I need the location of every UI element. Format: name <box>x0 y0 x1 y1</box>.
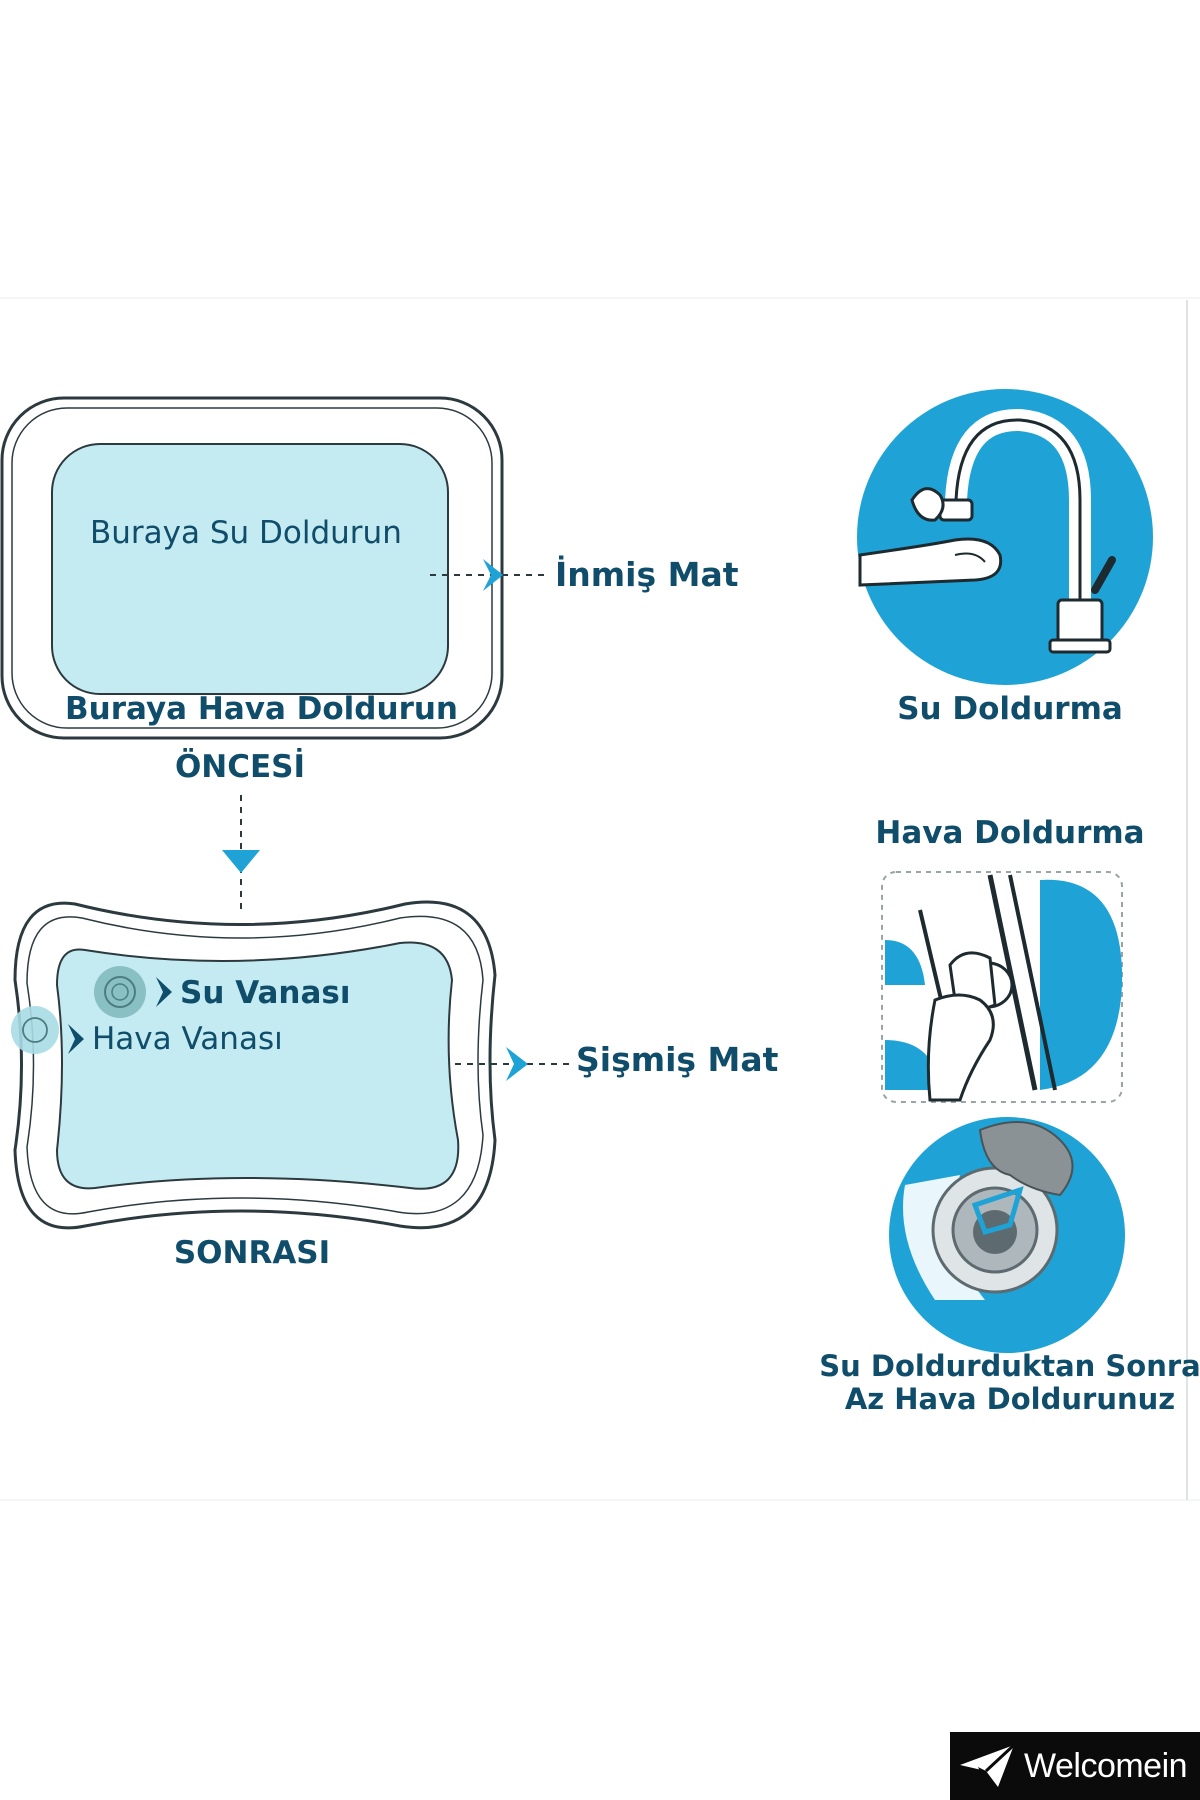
air-valve-label: Hava Vanası <box>92 1021 283 1057</box>
water-valve-icon <box>94 966 172 1018</box>
after-water-label-line1: Su Doldurduktan Sonra <box>819 1349 1200 1383</box>
after-water-illustration <box>889 1117 1125 1353</box>
after-water-label-line2: Az Hava Doldurunuz <box>844 1382 1176 1416</box>
deflated-mat-connector <box>430 559 545 591</box>
water-filling-illustration <box>857 389 1153 685</box>
deflated-mat <box>0 396 504 740</box>
inflated-mat-connector <box>455 1047 570 1081</box>
inflated-mat-label: Şişmiş Mat <box>576 1040 779 1079</box>
deflated-mat-label: İnmiş Mat <box>555 555 739 594</box>
arrow-right-icon <box>483 559 503 591</box>
hand-icon <box>858 487 1003 587</box>
before-label: ÖNCESİ <box>174 749 306 785</box>
water-valve-label: Su Vanası <box>180 975 351 1011</box>
brand-watermark: Welcomein <box>950 1732 1200 1800</box>
hand-icon <box>926 993 995 1102</box>
water-filling-label: Su Doldurma <box>897 691 1123 727</box>
brand-name: Welcomein <box>1024 1746 1188 1785</box>
arrow-right-icon <box>156 977 172 1007</box>
fill-water-here-label: Buraya Su Doldurun <box>90 515 402 551</box>
after-label: SONRASI <box>173 1235 331 1271</box>
arrow-right-icon <box>68 1024 84 1054</box>
arrow-right-icon <box>506 1047 528 1081</box>
paper-plane-icon <box>960 1743 1016 1787</box>
faucet-icon <box>938 409 1116 654</box>
air-valve-icon <box>11 1006 84 1054</box>
arrow-down-icon <box>222 850 260 873</box>
before-after-connector <box>222 795 260 915</box>
fill-air-here-label: Buraya Hava Doldurun <box>65 691 458 727</box>
inflated-mat <box>13 900 497 1230</box>
air-filling-illustration <box>881 871 1123 1103</box>
air-filling-label: Hava Doldurma <box>875 815 1145 851</box>
